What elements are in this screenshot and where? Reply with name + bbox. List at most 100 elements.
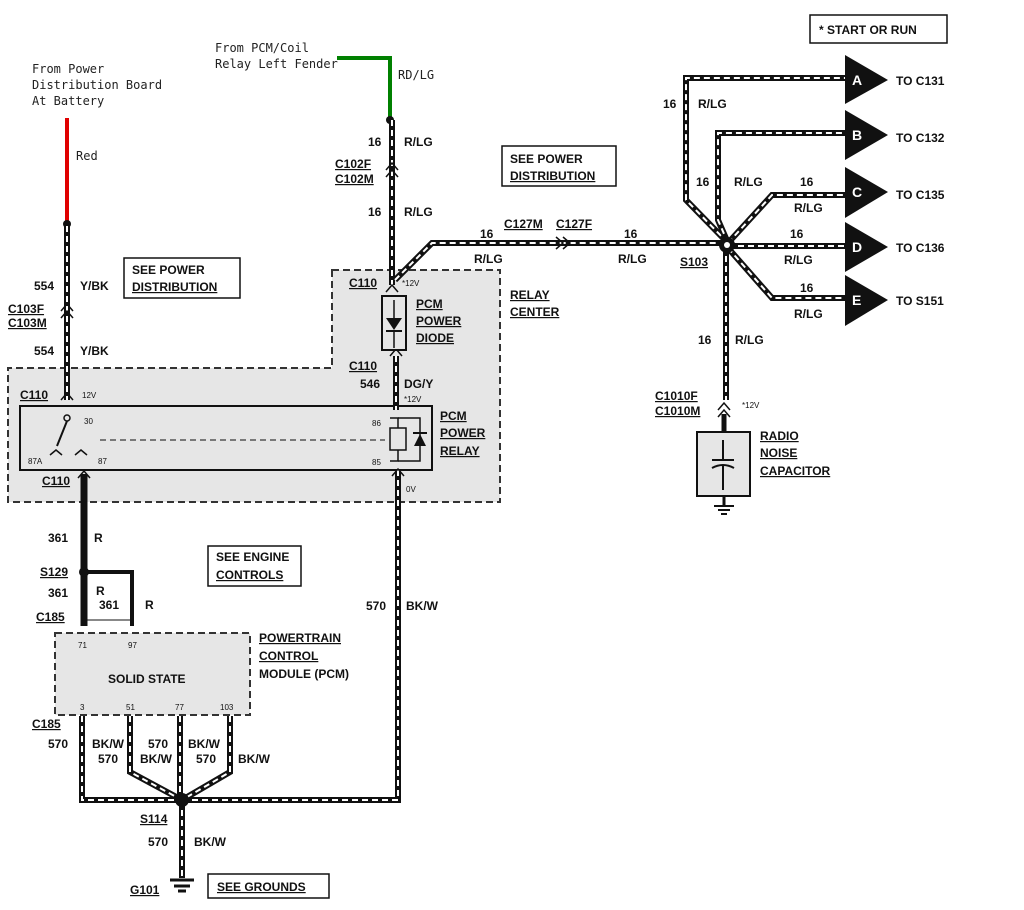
radio-noise-capacitor-line1: RADIO: [760, 429, 799, 443]
pin-0v: 0V: [406, 485, 416, 494]
wire-16-label-3: 16: [480, 227, 494, 241]
s114-label: S114: [140, 812, 168, 826]
s103-label: S103: [680, 255, 708, 269]
pin-30: 30: [84, 417, 93, 426]
wire-16-label-e: 16: [800, 281, 814, 295]
wire-rlg-label-3: R/LG: [474, 252, 503, 266]
wire-r-label-1: R: [94, 531, 103, 545]
pcm-power-relay-inner: [19, 405, 433, 471]
start-or-run-legend: * START OR RUN: [819, 23, 917, 37]
wire-570-label-main: 570: [366, 599, 386, 613]
pin-77: 77: [175, 703, 184, 712]
see-power-distribution-2-line1: SEE POWER: [510, 152, 583, 166]
output-dest-d: TO C136: [896, 241, 945, 255]
wire-rlg-label-1: R/LG: [404, 135, 433, 149]
wire-546-label: 546: [360, 377, 380, 391]
pin-12v-relay2: *12V: [404, 395, 422, 404]
flag-c-letter: C: [852, 184, 862, 200]
wire-361-label-3: 361: [99, 598, 119, 612]
see-grounds-label: SEE GROUNDS: [217, 880, 306, 894]
see-engine-controls-box[interactable]: [207, 545, 302, 587]
capacitor-symbol: [711, 440, 735, 490]
pin-12v-cap: *12V: [742, 401, 760, 410]
pin-87: 87: [98, 457, 107, 466]
s129-splice: [79, 567, 89, 577]
flag-a-letter: A: [852, 72, 862, 88]
wire-361-label-2: 361: [48, 586, 68, 600]
wire-16-label-d: 16: [790, 227, 804, 241]
wire-rlg-label-e: R/LG: [794, 307, 823, 321]
pin-3: 3: [80, 703, 85, 712]
wire-ybk-label-2: Y/BK: [80, 344, 109, 358]
output-dest-b: TO C132: [896, 131, 945, 145]
radio-noise-capacitor-line2: NOISE: [760, 446, 797, 460]
pcm-power-diode-line2: POWER: [416, 314, 462, 328]
pcm-power-diode-symbol: [381, 295, 407, 351]
pcm-power-relay-line3: RELAY: [440, 444, 480, 458]
wire-bkw-label-p2: BK/W: [140, 752, 173, 766]
c185-top-label: C185: [36, 610, 65, 624]
wire-rlg-label-a: R/LG: [698, 97, 727, 111]
pin-12v-diode: *12V: [402, 279, 420, 288]
wire-dgy-label: DG/Y: [404, 377, 433, 391]
see-power-distribution-box-1[interactable]: [123, 257, 241, 299]
wire-rlg-label-cap: R/LG: [735, 333, 764, 347]
pcm-coil-note-line2: Relay Left Fender: [215, 57, 338, 71]
wire-570-label-p3: 570: [148, 737, 168, 751]
c1010m-label: C1010M: [655, 404, 700, 418]
output-dest-e: TO S151: [896, 294, 944, 308]
c102f-label: C102F: [335, 157, 371, 171]
g101-label: G101: [130, 883, 160, 897]
wire-r-label-2: R: [96, 584, 105, 598]
wire-bkw-label-main: BK/W: [406, 599, 439, 613]
flag-b: [845, 110, 888, 160]
flag-d: [845, 222, 888, 272]
output-dest-a: TO C131: [896, 74, 945, 88]
wire-bkw-label-p1: BK/W: [92, 737, 125, 751]
wire-ybk-label-1: Y/BK: [80, 279, 109, 293]
pcm-power-relay-line2: POWER: [440, 426, 486, 440]
see-power-distribution-1-line1: SEE POWER: [132, 263, 205, 277]
pin-87a: 87A: [28, 457, 43, 466]
start-or-run-legend-box: [809, 14, 948, 44]
pcm-module-line2: CONTROL: [259, 649, 318, 663]
wire-16-label-b: 16: [696, 175, 710, 189]
flag-c: [845, 167, 888, 218]
wire-16-label-cap: 16: [698, 333, 712, 347]
pcm-module-line3: MODULE (PCM): [259, 667, 349, 681]
c1010f-label: C1010F: [655, 389, 698, 403]
wire-rlg-label-b: R/LG: [734, 175, 763, 189]
flag-a: [845, 55, 888, 104]
battery-note-line3: At Battery: [32, 94, 104, 108]
battery-note-line2: Distribution Board: [32, 78, 162, 92]
pin-97: 97: [128, 641, 137, 650]
c103m-label: C103M: [8, 316, 47, 330]
see-grounds-box[interactable]: [207, 873, 330, 899]
pcm-coil-green-wire: [337, 56, 392, 118]
pin-12v-relay: 12V: [82, 391, 97, 400]
flag-e-letter: E: [852, 292, 861, 308]
wire-bkw-label-p4: BK/W: [238, 752, 271, 766]
pin-86: 86: [372, 419, 381, 428]
c110-diode-label: C110: [349, 359, 377, 373]
battery-wire-color: Red: [76, 149, 98, 163]
pcm-power-relay-line1: PCM: [440, 409, 467, 423]
wire-361-label-1: 361: [48, 531, 68, 545]
wire-16-label-4: 16: [624, 227, 638, 241]
see-power-distribution-1-line2: DISTRIBUTION: [132, 280, 217, 294]
wire-570-label-p4: 570: [196, 752, 216, 766]
output-flags: [845, 55, 888, 326]
wire-16-rlg-c127: [392, 240, 728, 283]
pcm-power-diode-line1: PCM: [416, 297, 443, 311]
pin-71: 71: [78, 641, 87, 650]
flag-d-letter: D: [852, 239, 862, 255]
wire-bkw-label-ground: BK/W: [194, 835, 227, 849]
c127f-label: C127F: [556, 217, 592, 231]
solid-state-label: SOLID STATE: [108, 672, 186, 686]
flag-b-letter: B: [852, 127, 862, 143]
wire-570-pcm-grounds: [79, 716, 233, 878]
see-power-distribution-box-2[interactable]: [501, 145, 617, 187]
c110-top-label: C110: [349, 276, 377, 290]
wire-16-label-a: 16: [663, 97, 677, 111]
